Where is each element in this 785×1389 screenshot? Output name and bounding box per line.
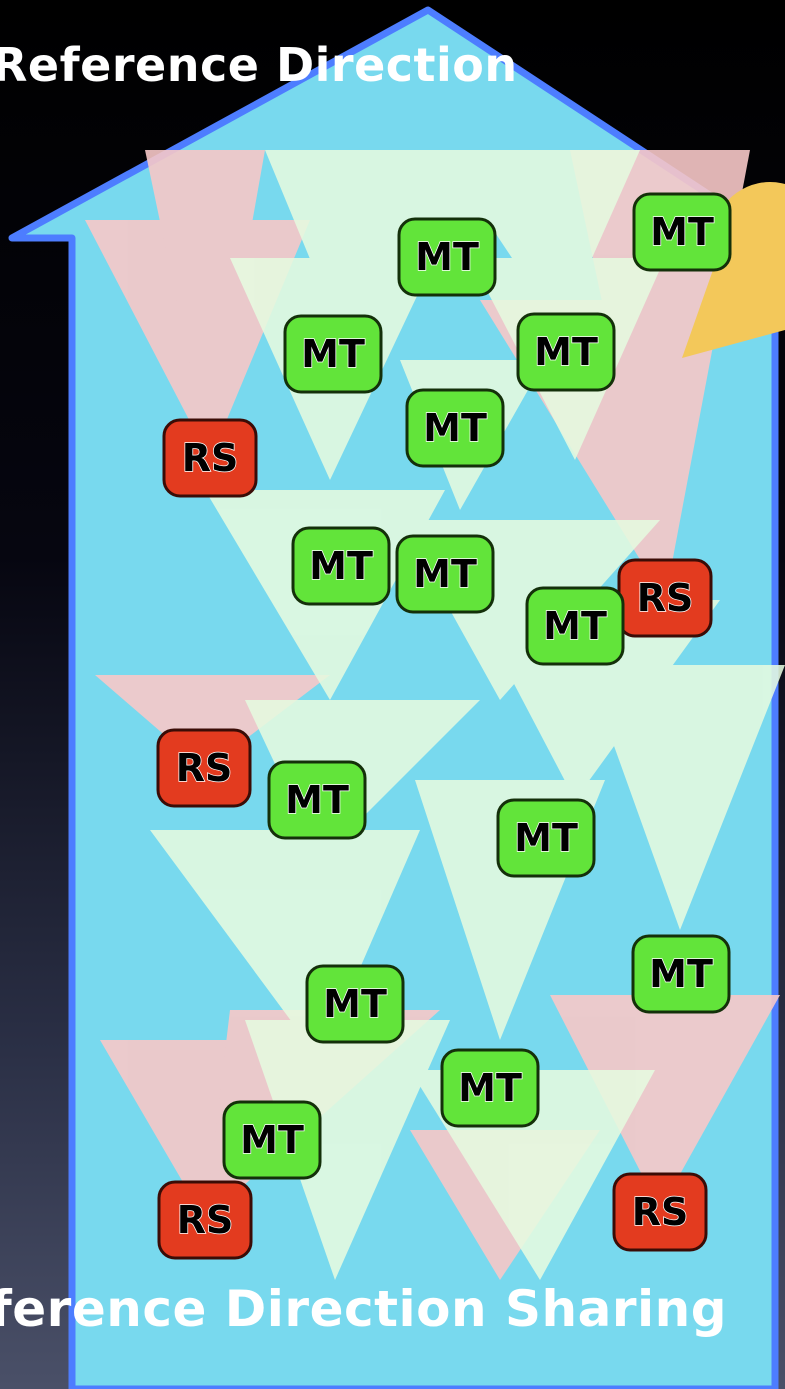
mt-node: MT [399, 219, 495, 295]
mt-node: MT [407, 390, 503, 466]
mt-label: MT [543, 604, 607, 648]
mt-label: MT [309, 544, 373, 588]
mt-node: MT [285, 316, 381, 392]
mt-node: MT [634, 194, 730, 270]
rs-label: RS [182, 436, 239, 480]
rs-node: RS [619, 560, 711, 636]
mt-node: MT [307, 966, 403, 1042]
mt-label: MT [423, 406, 487, 450]
mt-node: MT [442, 1050, 538, 1126]
mt-label: MT [415, 235, 479, 279]
mt-node: MT [293, 528, 389, 604]
mt-node: MT [518, 314, 614, 390]
mt-label: MT [240, 1118, 304, 1162]
diagram-caption: ference Direction Sharing [0, 1280, 727, 1338]
mt-node: MT [633, 936, 729, 1012]
mt-node: MT [527, 588, 623, 664]
mt-label: MT [534, 330, 598, 374]
mt-label: MT [650, 210, 714, 254]
rs-label: RS [177, 1198, 234, 1242]
mt-node: MT [498, 800, 594, 876]
mt-node: MT [269, 762, 365, 838]
rs-label: RS [632, 1190, 689, 1234]
mt-label: MT [458, 1066, 522, 1110]
mt-label: MT [301, 332, 365, 376]
mt-label: MT [649, 952, 713, 996]
mt-label: MT [285, 778, 349, 822]
page-title: Reference Direction [0, 38, 518, 92]
rs-label: RS [176, 746, 233, 790]
rs-node: RS [158, 730, 250, 806]
rs-node: RS [614, 1174, 706, 1250]
rs-node: RS [159, 1182, 251, 1258]
mt-label: MT [323, 982, 387, 1026]
mt-label: MT [514, 816, 578, 860]
mt-node: MT [397, 536, 493, 612]
mt-node: MT [224, 1102, 320, 1178]
rs-label: RS [637, 576, 694, 620]
mt-label: MT [413, 552, 477, 596]
rs-node: RS [164, 420, 256, 496]
